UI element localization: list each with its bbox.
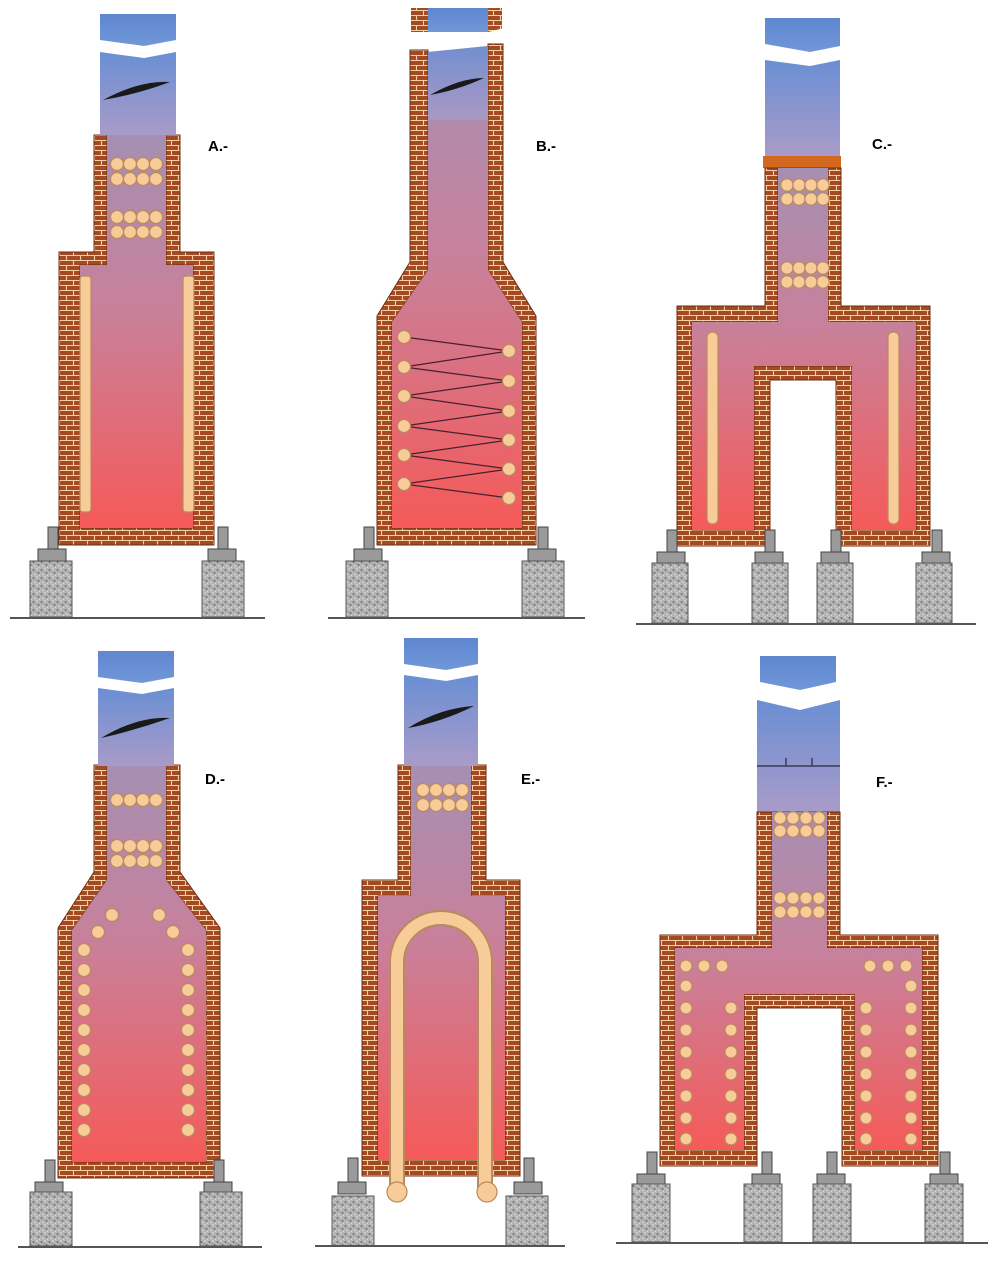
convection-tubes bbox=[780, 178, 830, 289]
stack-cap bbox=[98, 651, 174, 683]
concrete-footings bbox=[345, 560, 565, 618]
steel-supports bbox=[353, 526, 557, 562]
panel-label-a: A.- bbox=[208, 138, 228, 155]
panel-label-f: F.- bbox=[876, 774, 893, 791]
panel-b: B.- bbox=[328, 8, 585, 619]
stack-cap-right-wall bbox=[488, 8, 502, 32]
radiant-tube-rows bbox=[679, 959, 918, 1146]
stack-cap bbox=[100, 14, 176, 46]
steel-supports bbox=[37, 526, 237, 562]
stack-break-line bbox=[764, 47, 841, 61]
stack-break-line bbox=[759, 685, 837, 701]
panel-label-e: E.- bbox=[521, 771, 540, 788]
concrete-footings bbox=[331, 1195, 549, 1247]
firebox bbox=[392, 46, 522, 528]
stack-duct bbox=[100, 52, 176, 135]
stack-cap bbox=[765, 18, 840, 52]
firebox bbox=[692, 168, 916, 530]
stack-break-line bbox=[403, 665, 479, 678]
firebox bbox=[72, 766, 206, 1162]
convection-tubes bbox=[109, 792, 164, 869]
serpentine-coil bbox=[403, 336, 510, 499]
concrete-footings bbox=[29, 560, 245, 618]
panel-label-d: D.- bbox=[205, 771, 225, 788]
u-tube-ends bbox=[386, 1181, 498, 1203]
concrete-footings bbox=[651, 562, 953, 624]
stack-break-line bbox=[97, 678, 175, 691]
stack-duct bbox=[757, 700, 840, 812]
panel-a: A.- bbox=[10, 14, 265, 619]
radiant-tubes bbox=[79, 275, 195, 513]
convection-tubes bbox=[109, 156, 164, 240]
stack-break-line bbox=[404, 27, 509, 50]
convection-tubes bbox=[415, 782, 470, 813]
damper-blade bbox=[430, 78, 484, 95]
firebox bbox=[675, 812, 922, 1150]
stack-cap bbox=[760, 656, 836, 690]
firebox bbox=[80, 135, 193, 528]
stack-cap bbox=[404, 638, 478, 670]
damper-blade bbox=[103, 81, 170, 100]
damper-blade bbox=[408, 706, 474, 728]
stack-cap bbox=[428, 8, 488, 32]
brick-walls bbox=[376, 43, 537, 546]
damper-blade bbox=[101, 717, 170, 738]
radiant-tubes bbox=[706, 331, 900, 525]
panel-label-b: B.- bbox=[536, 138, 556, 155]
convection-tubes bbox=[773, 811, 826, 919]
firebox bbox=[378, 766, 505, 1160]
stack-cap-left-wall bbox=[411, 8, 428, 32]
radiant-tube-rows bbox=[76, 907, 196, 1138]
panel-e: E.- bbox=[315, 638, 565, 1247]
stack-break-line bbox=[99, 41, 177, 53]
stack-duct bbox=[765, 60, 840, 156]
panel-f: F.- bbox=[616, 656, 988, 1244]
stack-duct bbox=[404, 675, 478, 766]
steel-supports bbox=[636, 1151, 959, 1187]
concrete-footings bbox=[631, 1183, 964, 1243]
coil-tube-ends bbox=[396, 329, 517, 506]
damper-marks bbox=[757, 758, 840, 767]
steel-supports bbox=[337, 1157, 543, 1195]
panel-d: D.- bbox=[18, 651, 262, 1248]
panel-c: C.- bbox=[636, 18, 976, 625]
damper-plate bbox=[763, 156, 841, 168]
u-tube-coil-fill bbox=[391, 912, 491, 1190]
panel-label-c: C.- bbox=[872, 136, 892, 153]
steel-supports bbox=[656, 529, 951, 565]
concrete-footings bbox=[29, 1191, 243, 1247]
